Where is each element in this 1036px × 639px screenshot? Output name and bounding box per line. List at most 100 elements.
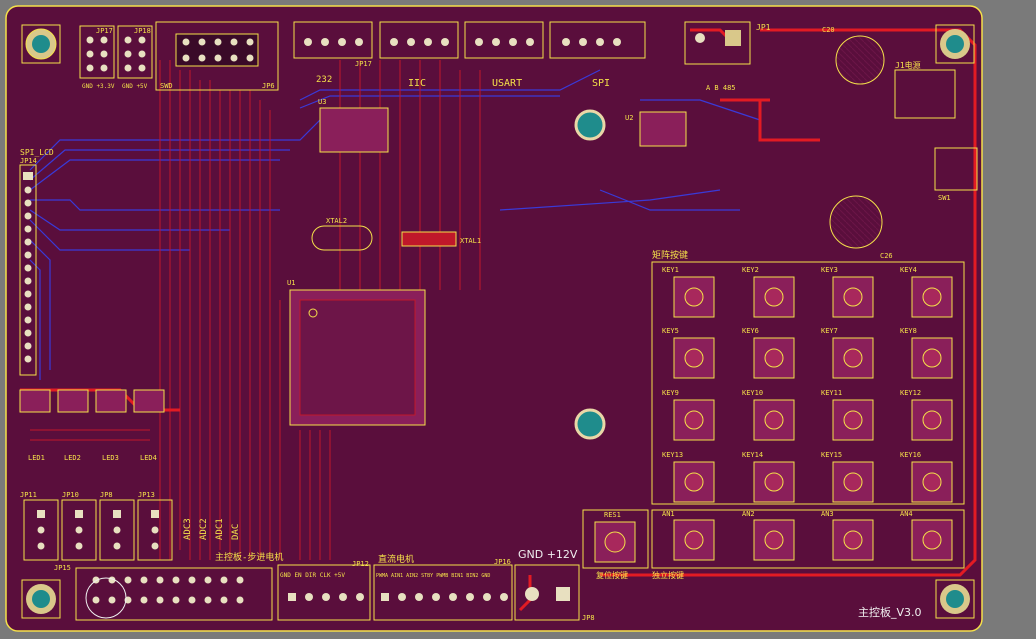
key-label: KEY2	[742, 266, 759, 274]
key-cap	[843, 287, 863, 307]
lcd-header	[19, 164, 37, 376]
j1-power-jack	[894, 69, 956, 119]
jp12-pins-graphic	[381, 593, 508, 601]
jp15-ref: JP15	[54, 564, 71, 572]
key-button-12[interactable]: KEY12	[900, 389, 953, 441]
key-cap	[764, 472, 784, 492]
left-lower-components	[19, 389, 165, 413]
jp11-ref: JP11	[20, 491, 37, 499]
key-cap	[684, 348, 704, 368]
bottom-jumpers	[23, 499, 173, 561]
key-button-15[interactable]: KEY15	[821, 451, 874, 503]
jp1-pins: A B 485	[706, 84, 736, 92]
an-key-label: AN2	[742, 510, 755, 518]
u1-ref: U1	[287, 279, 295, 287]
sw1	[934, 147, 978, 191]
key-button-8[interactable]: KEY8	[900, 327, 953, 379]
key-button-16[interactable]: KEY16	[900, 451, 953, 503]
led1-label: LED1	[28, 454, 45, 462]
jp18-pins: GND +5V	[122, 83, 148, 90]
key-button-13[interactable]: KEY13	[662, 451, 715, 503]
power-pin-gnd	[525, 587, 539, 601]
key-label: KEY16	[900, 451, 921, 459]
key-button-2[interactable]: KEY2	[742, 266, 795, 318]
key-label: KEY6	[742, 327, 759, 335]
reset-key-area	[582, 509, 649, 569]
jp12-ref: JP12	[352, 560, 369, 568]
c20-ref: C20	[822, 26, 835, 34]
power-pin-12v	[556, 587, 570, 601]
u2-ref: U2	[625, 114, 633, 122]
jp1-ref: JP1	[756, 23, 771, 32]
jp15-pin1-marker	[85, 577, 127, 619]
key-label: KEY8	[900, 327, 917, 335]
key-button-11[interactable]: KEY11	[821, 389, 874, 441]
lcd-label: SPI_LCD	[20, 148, 54, 157]
stepper-pins: GND EN DIR CLK +5V	[280, 572, 345, 579]
independent-label: 独立按键	[652, 570, 684, 580]
key-button-10[interactable]: KEY10	[742, 389, 795, 441]
an-key-cap	[764, 530, 784, 550]
lcd-ref: JP14	[20, 157, 37, 165]
jp2-ref: JP17	[355, 60, 372, 68]
jp6-ref: JP6	[262, 82, 275, 90]
stepper-label: 主控板-步进电机	[215, 551, 283, 563]
group-iic: IIC	[408, 78, 426, 89]
jp17-pins: GND +3.3V	[82, 83, 115, 90]
key-button-5[interactable]: KEY5	[662, 327, 715, 379]
key-label: KEY11	[821, 389, 842, 397]
jp15-pins	[92, 576, 244, 604]
key-cap	[684, 287, 704, 307]
key-button-7[interactable]: KEY7	[821, 327, 874, 379]
adc-label-3: ADC1	[215, 518, 225, 540]
an-key-button-1[interactable]: AN1	[662, 510, 715, 561]
key-button-14[interactable]: KEY14	[742, 451, 795, 503]
jp12-connector	[373, 564, 513, 621]
key-cap	[922, 472, 942, 492]
key-button-3[interactable]: KEY3	[821, 266, 874, 318]
sw1-label: SW1	[938, 194, 951, 202]
an-key-button-3[interactable]: AN3	[821, 510, 874, 561]
an-key-cap	[684, 530, 704, 550]
key-label: KEY5	[662, 327, 679, 335]
an-key-cap	[843, 530, 863, 550]
jp16-ref: JP16	[494, 558, 511, 566]
key-cap	[843, 410, 863, 430]
key-label: KEY12	[900, 389, 921, 397]
jp18-ref: JP18	[134, 27, 151, 35]
res1-label: RES1	[604, 511, 621, 519]
key-cap	[922, 287, 942, 307]
an-key-button-4[interactable]: AN4	[900, 510, 953, 561]
jp15-header	[75, 567, 273, 621]
independent-key-area	[651, 509, 965, 569]
j1-label: J1电源	[895, 60, 921, 70]
keypad-title: 矩阵按键	[652, 249, 688, 261]
an-key-button-2[interactable]: AN2	[742, 510, 795, 561]
mounting-holes	[21, 24, 975, 619]
top-headers	[79, 21, 751, 91]
led2-label: LED2	[64, 454, 81, 462]
key-label: KEY9	[662, 389, 679, 397]
adc-label-1: ADC3	[183, 518, 193, 540]
xtal2	[311, 225, 373, 251]
key-button-9[interactable]: KEY9	[662, 389, 715, 441]
key-cap	[764, 287, 784, 307]
key-label: KEY10	[742, 389, 763, 397]
blue-traces	[29, 69, 761, 380]
u3-chip	[319, 107, 389, 153]
an-key-label: AN1	[662, 510, 675, 518]
group-232: 232	[316, 75, 332, 85]
c26-cap	[829, 195, 883, 249]
key-label: KEY3	[821, 266, 838, 274]
key-button-6[interactable]: KEY6	[742, 327, 795, 379]
key-button-1[interactable]: KEY1	[662, 266, 715, 318]
swd-label: SWD	[160, 82, 173, 90]
group-usart: USART	[492, 78, 522, 89]
adc-label-2: ADC2	[199, 518, 209, 540]
key-body	[753, 399, 795, 441]
xtal1	[401, 231, 457, 247]
xtal1-label: XTAL1	[460, 237, 481, 245]
key-button-4[interactable]: KEY4	[900, 266, 953, 318]
